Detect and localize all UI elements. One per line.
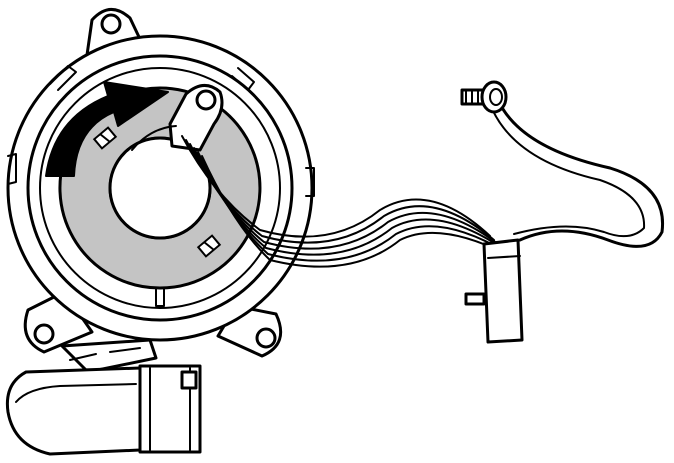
bottom-tab (155, 285, 165, 307)
left-ear-hole (33, 323, 55, 345)
cable-wire-6 (201, 155, 511, 268)
connector-body (482, 238, 524, 344)
top-ear-hole (100, 13, 122, 35)
left-notch (7, 153, 17, 185)
screw-head (480, 80, 508, 114)
screw-head-inner (489, 88, 503, 106)
contact-ring (58, 86, 262, 290)
flat-cable (181, 98, 665, 268)
upper-left-tab (49, 65, 77, 91)
shell-ridge (15, 383, 137, 403)
terminal-arm (131, 125, 177, 151)
connector-edge (487, 255, 521, 259)
connector-latch (464, 292, 486, 306)
contact-pad-upper (92, 126, 118, 150)
right-ear-hole (255, 327, 277, 349)
right-notch (305, 167, 315, 197)
ground-strap-inner (489, 103, 646, 238)
housing-pin (180, 370, 198, 390)
connector-housing (5, 338, 202, 456)
left-mounting-ear (23, 290, 94, 354)
center-hole (108, 136, 212, 240)
terminal-block (131, 84, 224, 152)
ground-strap-outer (496, 98, 665, 248)
curved-arrow-icon (45, 81, 169, 177)
terminal-lug (168, 84, 224, 152)
screw-icon (460, 80, 508, 114)
inner-rim (26, 54, 294, 322)
terminal-hole (195, 89, 217, 111)
housing-shell (5, 366, 142, 456)
contact-pad-lower (196, 234, 222, 258)
inner-rim-2 (39, 67, 281, 309)
connector-plug (464, 238, 524, 344)
bracket-detail (69, 347, 141, 361)
